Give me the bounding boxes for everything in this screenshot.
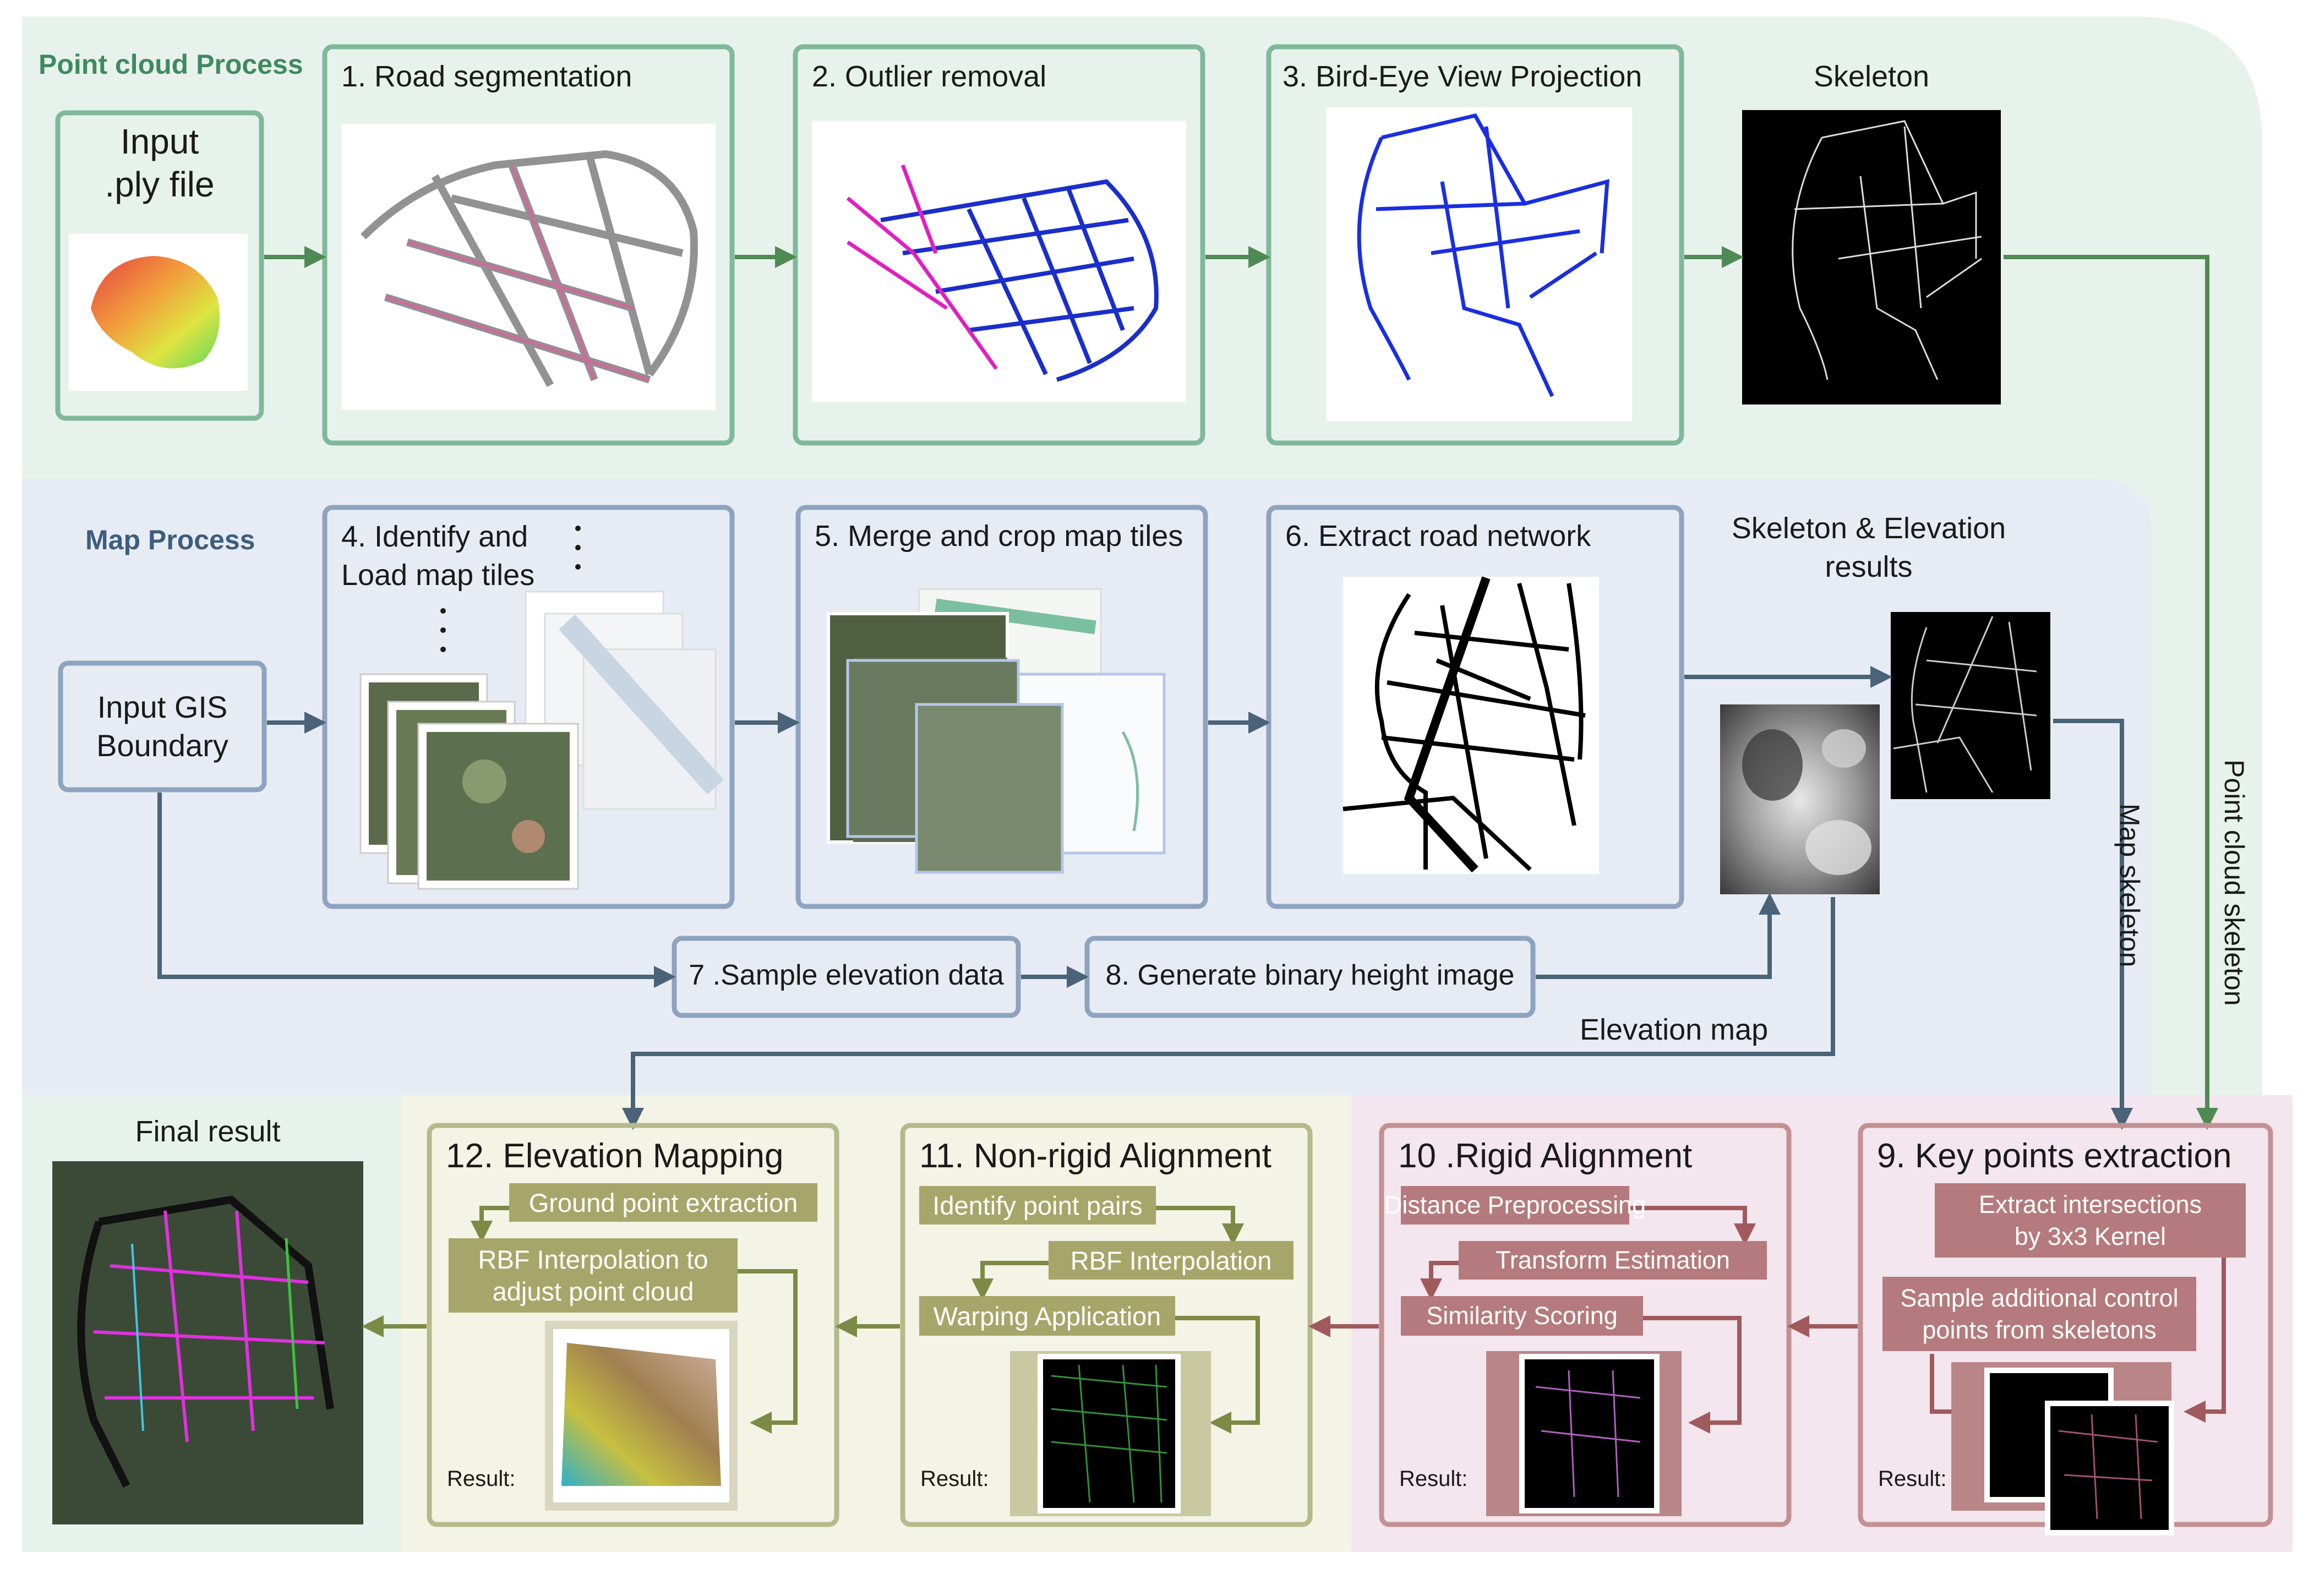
step4-tiles bbox=[359, 591, 724, 890]
point-cloud-skeleton-label: Point cloud skeleton bbox=[2219, 759, 2250, 1006]
s10-arrow-sub3-to-result bbox=[1643, 1316, 1742, 1434]
s9-intersections-line2: by 3x3 Kernel bbox=[2014, 1222, 2166, 1250]
elevation-map-label: Elevation map bbox=[1580, 1013, 1769, 1046]
s10-arrow-sub1-to-sub2 bbox=[1629, 1206, 1756, 1245]
s11-warping-chip: Warping Application bbox=[919, 1296, 1175, 1336]
step11-title: 11. Non-rigid Alignment bbox=[919, 1137, 1271, 1175]
input-ply-box bbox=[55, 110, 264, 421]
step4-box bbox=[322, 505, 735, 909]
map-skeleton-lines bbox=[1893, 616, 2037, 793]
input-ply-label: Input .ply file bbox=[58, 120, 261, 206]
step4-title: 4. Identify and Load map tiles bbox=[341, 517, 534, 594]
s12-rbf-line1: RBF Interpolation to bbox=[478, 1244, 708, 1274]
arrow-map-skeleton-to-s9 bbox=[2053, 719, 2133, 1130]
s9-control-points-line1: Sample additional control bbox=[1900, 1283, 2179, 1312]
input-gis-line1: Input GIS bbox=[97, 690, 228, 724]
s11-arrow-sub1-to-sub2 bbox=[1156, 1206, 1244, 1245]
step6-roadnet bbox=[1342, 577, 1586, 871]
step4-title-line1: 4. Identify and bbox=[341, 520, 528, 553]
skel-elev-line1: Skeleton & Elevation bbox=[1731, 512, 2006, 545]
arrow-s8-to-elevation bbox=[1536, 893, 1781, 979]
step3-box bbox=[1266, 44, 1684, 446]
s12-ground-extraction-chip: Ground point extraction bbox=[509, 1183, 817, 1222]
step3-title: 3. Bird-Eye View Projection bbox=[1283, 60, 1642, 93]
arrow-elevation-to-s12 bbox=[622, 897, 1835, 1130]
s12-rbf-line2: adjust point cloud bbox=[492, 1276, 694, 1306]
final-result-title: Final result bbox=[135, 1115, 281, 1148]
s11-result-label: Result: bbox=[920, 1467, 989, 1491]
s9-control-points-chip: Sample additional control points from sk… bbox=[1882, 1277, 2196, 1351]
input-gis-box bbox=[58, 660, 267, 792]
step4-title-line2: Load map tiles bbox=[341, 559, 535, 592]
s9-intersections-line1: Extract intersections bbox=[1978, 1190, 2202, 1218]
skeleton-image bbox=[1742, 110, 2001, 405]
s9-arrow-sub1-to-result bbox=[2184, 1258, 2226, 1423]
step8-title: 8. Generate binary height image bbox=[1105, 959, 1515, 991]
s10-distance-chip: Distance Preprocessing bbox=[1384, 1186, 1646, 1225]
input-gis-line2: Boundary bbox=[96, 728, 228, 763]
s12-arrow-sub1-to-sub2 bbox=[471, 1206, 509, 1243]
s9-intersections-chip: Extract intersections by 3x3 Kernel bbox=[1935, 1183, 2246, 1258]
skeleton-lines bbox=[1792, 120, 1982, 380]
s12-arrow-sub2-to-result bbox=[738, 1269, 798, 1434]
input-ply-line2: .ply file bbox=[105, 165, 215, 204]
step5-title: 5. Merge and crop map tiles bbox=[815, 520, 1183, 553]
step12-title: 12. Elevation Mapping bbox=[446, 1137, 784, 1175]
s12-rbf-chip: RBF Interpolation to adjust point cloud bbox=[449, 1238, 738, 1313]
step1-title: 1. Road segmentation bbox=[341, 60, 632, 93]
map-skeleton-image bbox=[1891, 612, 2050, 799]
final-result-overlay bbox=[77, 1195, 334, 1488]
step3-image bbox=[1327, 107, 1632, 421]
input-ply-line1: Input bbox=[120, 122, 199, 161]
step2-roadnet-magenta bbox=[846, 164, 998, 370]
step5-tiles bbox=[827, 588, 1166, 874]
s11-arrow-sub3-to-result bbox=[1175, 1316, 1260, 1434]
step2-title: 2. Outlier removal bbox=[812, 60, 1047, 93]
s10-result-label: Result: bbox=[1399, 1467, 1468, 1491]
step1-image bbox=[341, 124, 716, 410]
step2-roadnet-blue bbox=[880, 179, 1159, 382]
arrow-gis-to-s7 bbox=[157, 792, 676, 988]
s10-transform-chip: Transform Estimation bbox=[1459, 1241, 1767, 1280]
s11-rbf-chip: RBF Interpolation bbox=[1049, 1241, 1294, 1280]
step6-box bbox=[1266, 505, 1684, 909]
s9-control-points-line2: points from skeletons bbox=[1922, 1315, 2157, 1344]
map-skeleton-label: Map skeleton bbox=[2114, 804, 2145, 968]
step5-box bbox=[795, 505, 1208, 909]
s11-point-pairs-chip: Identify point pairs bbox=[919, 1186, 1156, 1225]
ply-pointcloud-shape bbox=[91, 256, 220, 369]
step6-title: 6. Extract road network bbox=[1285, 520, 1591, 553]
step10-title: 10 .Rigid Alignment bbox=[1398, 1137, 1693, 1175]
input-gis-label: Input GIS Boundary bbox=[61, 688, 264, 765]
step2-box bbox=[793, 44, 1205, 446]
s10-similarity-chip: Similarity Scoring bbox=[1401, 1296, 1643, 1336]
s10-arrow-sub2-to-sub3 bbox=[1420, 1261, 1459, 1300]
map-section-label: Map Process bbox=[85, 524, 255, 555]
skeleton-title: Skeleton bbox=[1813, 60, 1930, 93]
arrow-skeleton-to-s9 bbox=[2004, 255, 2218, 1130]
step3-roadnet bbox=[1357, 113, 1609, 397]
skel-elev-title: Skeleton & Elevation results bbox=[1704, 509, 2034, 586]
s12-result-label: Result: bbox=[447, 1467, 516, 1491]
skel-elev-line2: results bbox=[1825, 550, 1913, 583]
step4-ellipsis-dots bbox=[440, 526, 581, 652]
s11-arrow-sub2-to-sub3 bbox=[972, 1261, 1049, 1300]
step9-title: 9. Key points extraction bbox=[1877, 1137, 2232, 1175]
s9-result-label: Result: bbox=[1878, 1467, 1947, 1491]
point-cloud-section-label: Point cloud Process bbox=[39, 49, 303, 80]
step7-title: 7 .Sample elevation data bbox=[689, 959, 1004, 991]
step1-box bbox=[322, 44, 735, 446]
